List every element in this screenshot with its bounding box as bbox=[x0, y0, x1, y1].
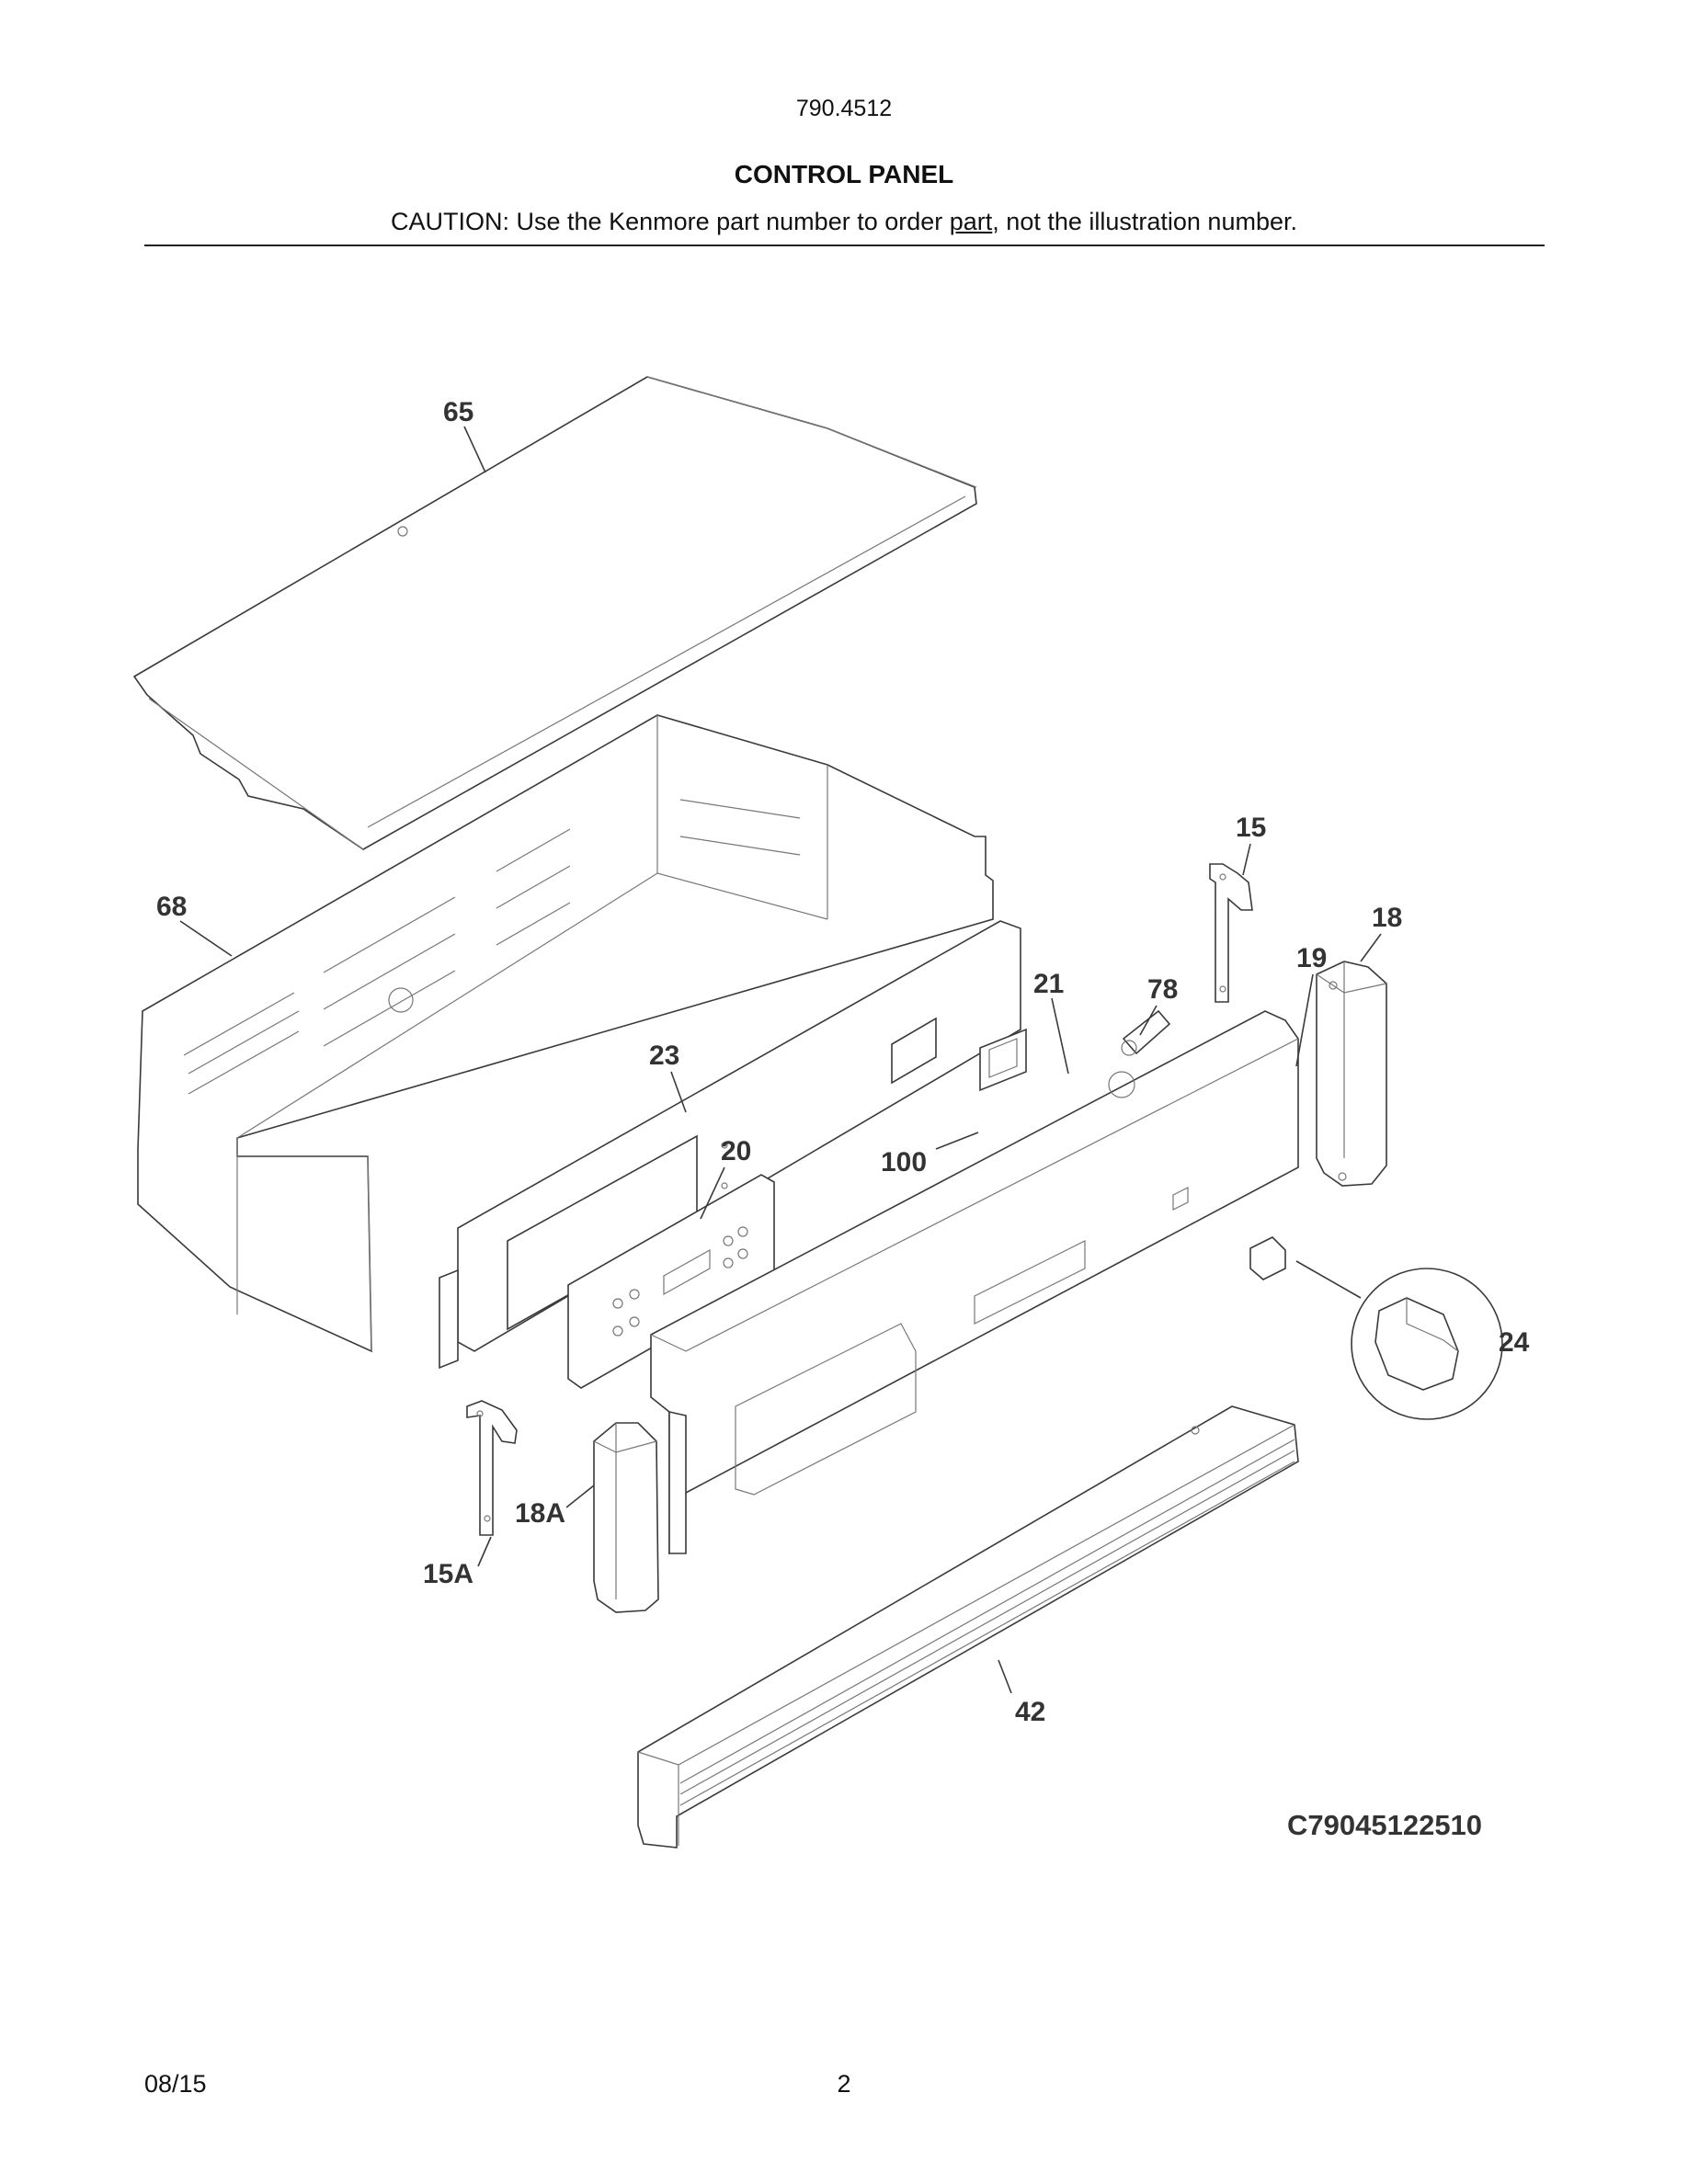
part-24-rocker-switch bbox=[1249, 1236, 1503, 1420]
callout-15: 15 bbox=[1236, 813, 1266, 843]
part-100-overlay bbox=[979, 1028, 1027, 1092]
header-rule bbox=[144, 245, 1545, 246]
model-number: 790.4512 bbox=[795, 96, 893, 121]
caution-underlined-word: part bbox=[949, 208, 993, 235]
part-21-front-panel bbox=[650, 1010, 1299, 1555]
callout-68: 68 bbox=[156, 892, 187, 922]
part-18a-left-end-cap bbox=[593, 1422, 659, 1613]
page-number: 2 bbox=[837, 2070, 851, 2098]
caution-text-start: CAUTION: Use the Kenmore part number to … bbox=[391, 208, 950, 235]
diagram-code: C79045122510 bbox=[1287, 1809, 1483, 1841]
leader-lines bbox=[179, 426, 1382, 1694]
footer-date: 08/15 bbox=[144, 2070, 207, 2098]
callout-78: 78 bbox=[1147, 974, 1178, 1005]
part-78-plug bbox=[1121, 1009, 1171, 1056]
callout-18: 18 bbox=[1372, 903, 1402, 933]
callout-20: 20 bbox=[721, 1136, 751, 1166]
callout-24: 24 bbox=[1499, 1327, 1530, 1358]
callout-65: 65 bbox=[443, 397, 473, 427]
callout-18a: 18A bbox=[515, 1498, 565, 1529]
callout-15a: 15A bbox=[423, 1559, 473, 1589]
part-15-right-bracket bbox=[1209, 863, 1253, 1003]
callout-42: 42 bbox=[1015, 1697, 1045, 1727]
part-23-back-plate bbox=[439, 920, 1021, 1370]
callout-21: 21 bbox=[1033, 969, 1064, 999]
caution-text-end: , not the illustration number. bbox=[992, 208, 1297, 235]
page-title: CONTROL PANEL bbox=[734, 160, 954, 188]
part-68-housing bbox=[137, 714, 994, 1353]
part-15a-left-bracket bbox=[466, 1400, 518, 1536]
caution-text: CAUTION: Use the Kenmore part number to … bbox=[0, 208, 1688, 236]
callout-100: 100 bbox=[881, 1147, 927, 1177]
part-65-top-cover bbox=[132, 376, 977, 850]
callout-23: 23 bbox=[649, 1041, 679, 1071]
callout-19: 19 bbox=[1296, 943, 1327, 973]
part-18-right-end-cap bbox=[1316, 961, 1387, 1187]
part-42-lower-trim bbox=[637, 1405, 1299, 1848]
